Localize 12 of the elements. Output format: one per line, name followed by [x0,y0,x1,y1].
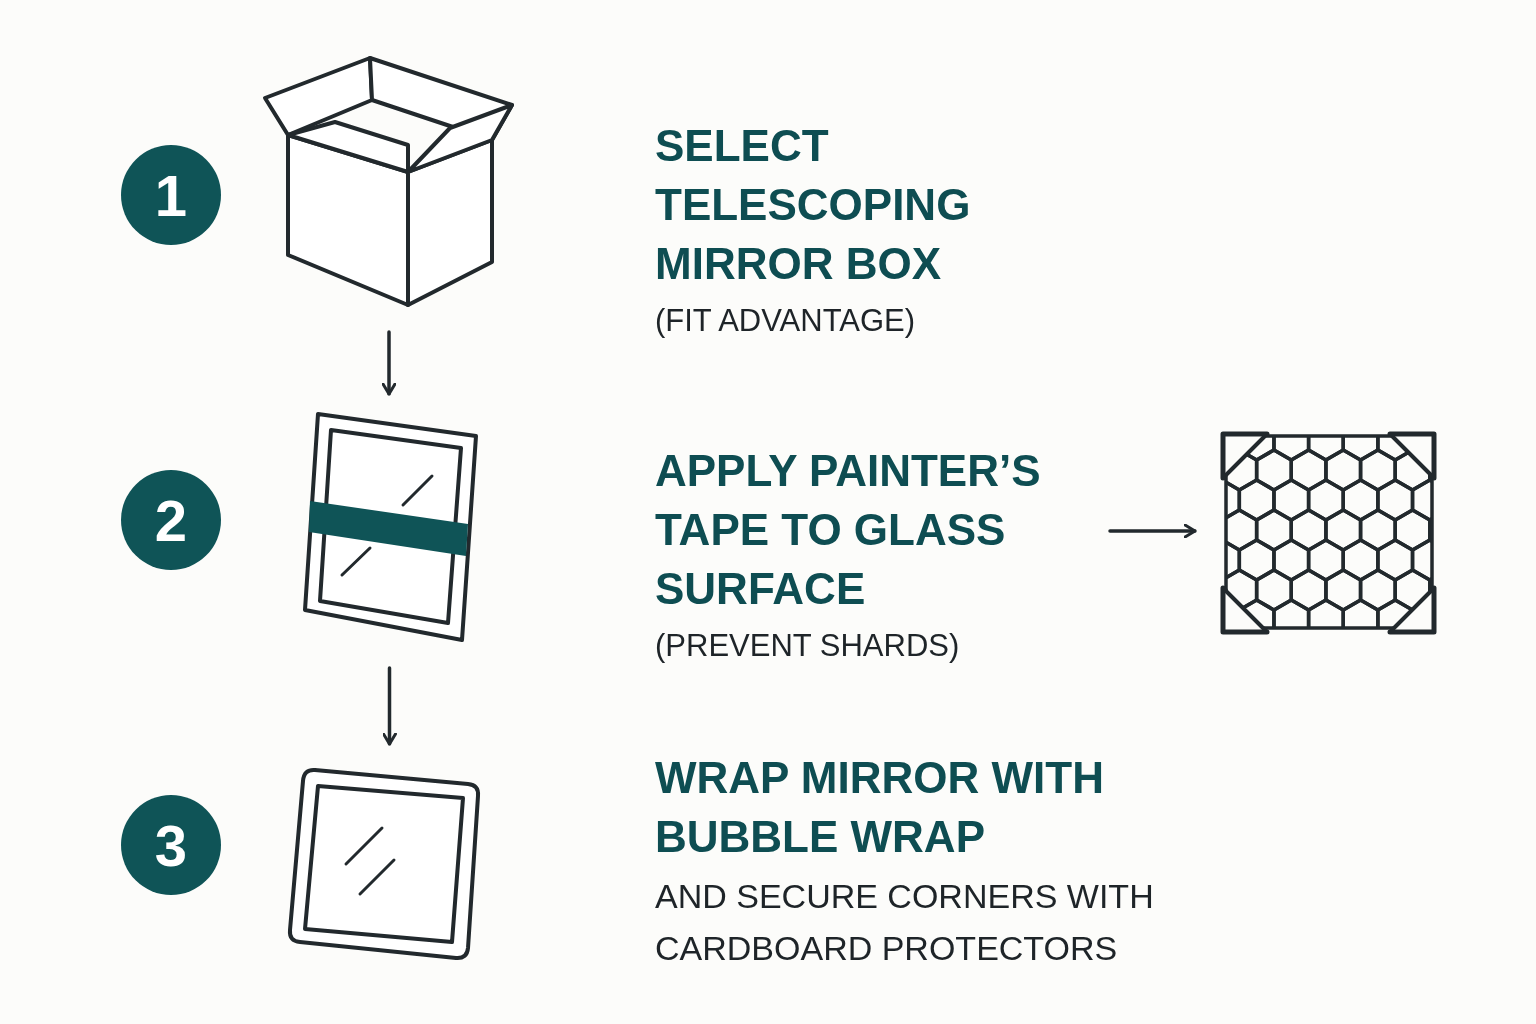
step-note: AND SECURE CORNERS WITH CARDBOARD PROTECTORS [655,876,1155,969]
step-number: 3 [121,795,221,895]
step-number: 2 [121,470,221,570]
arrow [382,666,397,746]
step-heading: APPLY PAINTER’S TAPE TO GLASS SURFACE [655,445,1042,615]
step-heading: SELECT TELESCOPING MIRROR BOX [655,120,972,290]
step-note: (PREVENT SHARDS) [655,627,961,665]
step-note: (FIT ADVANTAGE) [655,302,917,340]
step-number: 1 [121,145,221,245]
arrow [381,330,397,396]
arrow [1108,523,1197,539]
step-heading: WRAP MIRROR WITH BUBBLE WRAP [655,752,1105,863]
